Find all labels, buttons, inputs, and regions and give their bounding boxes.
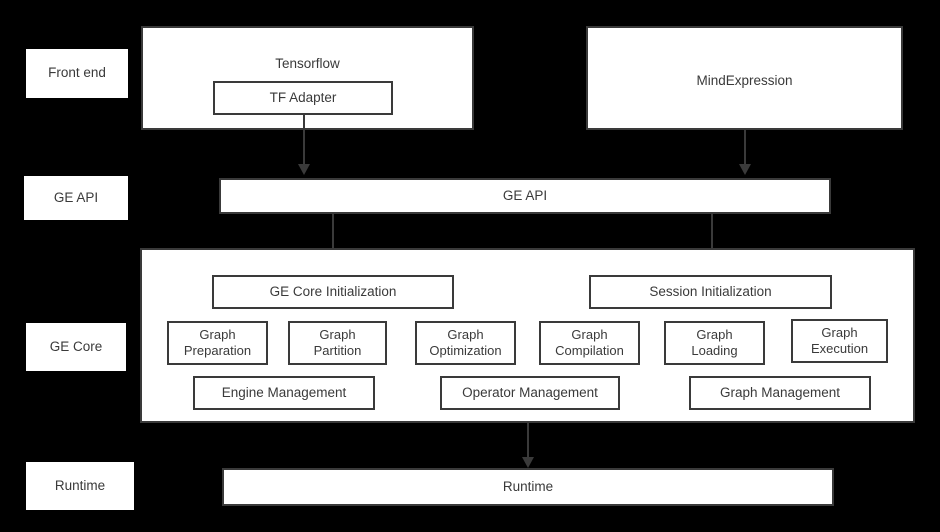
graph-execution-box[interactable]: Graph Execution — [791, 319, 888, 363]
operator-management-box[interactable]: Operator Management — [440, 376, 620, 410]
mindexpression-panel[interactable]: MindExpression — [586, 26, 903, 130]
layer-label-runtime: Runtime — [26, 462, 134, 510]
ge-api-bar[interactable]: GE API — [219, 178, 831, 214]
layer-label-ge-core: GE Core — [26, 323, 126, 371]
graph-optimization-box[interactable]: Graph Optimization — [415, 321, 516, 365]
tf-adapter-box[interactable]: TF Adapter — [213, 81, 393, 115]
engine-management-box[interactable]: Engine Management — [193, 376, 375, 410]
graph-partition-box[interactable]: Graph Partition — [288, 321, 387, 365]
ge-core-initialization-box[interactable]: GE Core Initialization — [212, 275, 454, 309]
graph-compilation-box[interactable]: Graph Compilation — [539, 321, 640, 365]
layer-label-front-end: Front end — [26, 49, 128, 98]
session-initialization-box[interactable]: Session Initialization — [589, 275, 832, 309]
graph-management-box[interactable]: Graph Management — [689, 376, 871, 410]
runtime-bar[interactable]: Runtime — [222, 468, 834, 506]
mindexpression-title: MindExpression — [696, 73, 793, 88]
tensorflow-title: Tensorflow — [275, 56, 340, 71]
layer-label-ge-api: GE API — [24, 176, 128, 220]
graph-preparation-box[interactable]: Graph Preparation — [167, 321, 268, 365]
graph-loading-box[interactable]: Graph Loading — [664, 321, 765, 365]
